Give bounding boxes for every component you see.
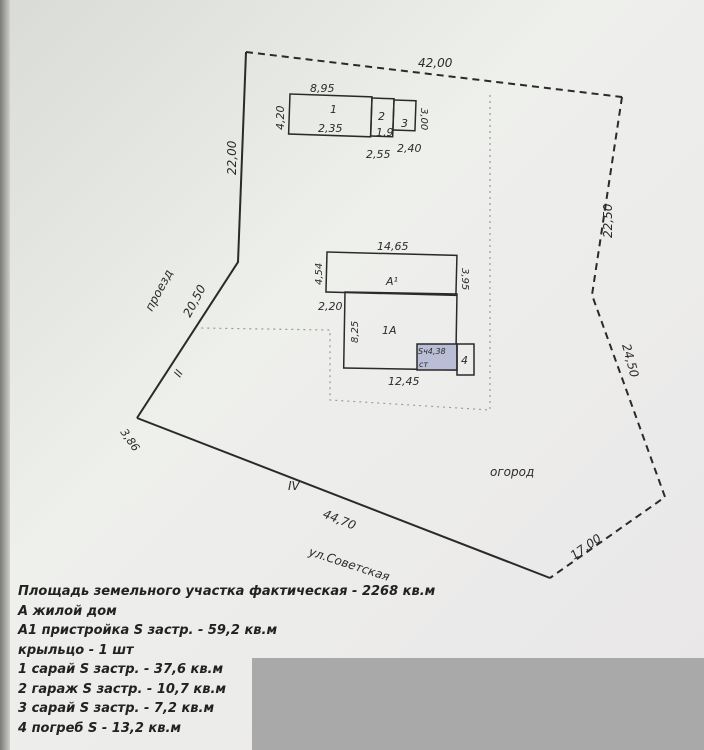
dim-right-upper: 22,50 bbox=[601, 203, 615, 238]
dim-left-upper: 22,00 bbox=[225, 140, 239, 175]
dim-corner: 3,86 bbox=[118, 426, 143, 454]
extension-a1 bbox=[325, 251, 458, 297]
garage-2-label: 2 bbox=[378, 110, 385, 123]
legend-line: Площадь земельного участка фактическая -… bbox=[18, 584, 436, 599]
label-driveway: проезд bbox=[142, 267, 175, 313]
porch-sub: ст bbox=[419, 360, 428, 369]
dim-right-lower: 24,50 bbox=[619, 342, 642, 379]
porch bbox=[416, 343, 458, 371]
label-garden: огород bbox=[490, 465, 534, 479]
inner-dotted-line bbox=[199, 95, 491, 411]
dim-2-55: 2,55 bbox=[366, 148, 391, 161]
plot-boundary-right bbox=[549, 96, 667, 579]
legend-line: крыльцо - 1 шт bbox=[18, 642, 134, 658]
house-1a bbox=[342, 291, 458, 371]
legend-line: 3 сарай S застр. - 7,2 кв.м bbox=[18, 701, 215, 716]
a1-height: 4,54 bbox=[314, 263, 325, 285]
dim-top: 42,00 bbox=[418, 56, 453, 70]
legend: Площадь земельного участка фактическая -… bbox=[18, 582, 435, 738]
outbuildings-height: 4,20 bbox=[274, 106, 287, 131]
a1-label: А¹ bbox=[385, 275, 398, 288]
label-roman-2: II bbox=[171, 367, 186, 379]
plot-boundary-left bbox=[136, 51, 247, 419]
offset-dim: 2,20 bbox=[318, 300, 343, 313]
dim-bottom-right: 17,00 bbox=[568, 531, 604, 562]
garage-2-dim: 1,9 bbox=[376, 126, 394, 139]
legend-line: 4 погреб S - 13,2 кв.м bbox=[18, 720, 182, 736]
shed-3 bbox=[392, 99, 417, 132]
shed-3-label: 3 bbox=[401, 117, 408, 130]
main-height: 8,25 bbox=[350, 321, 361, 343]
main-label: 1А bbox=[382, 324, 397, 337]
outbuildings-width: 8,95 bbox=[310, 82, 335, 95]
a1-width: 14,65 bbox=[377, 240, 409, 253]
dim-bottom: 44,70 bbox=[321, 507, 358, 533]
legend-line: 1 сарай S застр. - 37,6 кв.м bbox=[18, 662, 224, 677]
shed-3-height: 3,00 bbox=[418, 108, 429, 130]
porch-label: Ѕч4,38 bbox=[418, 347, 446, 356]
shed-1-dim: 2,35 bbox=[318, 122, 343, 135]
label-roman-4: IV bbox=[288, 479, 301, 493]
legend-line: 2 гараж S застр. - 10,7 кв.м bbox=[18, 681, 227, 697]
shed-1-label: 1 bbox=[330, 103, 337, 116]
legend-line: А1 пристройка S застр. - 59,2 кв.м bbox=[18, 623, 278, 638]
cellar-label: 4 bbox=[461, 354, 468, 367]
a1-right: 3,95 bbox=[459, 268, 470, 290]
label-street: ул.Советская bbox=[306, 544, 391, 584]
plot-boundary-bottom bbox=[136, 417, 551, 579]
plot-boundary-top bbox=[245, 51, 623, 98]
cellar-4 bbox=[456, 343, 475, 376]
main-width: 12,45 bbox=[388, 375, 420, 388]
dim-2-40: 2,40 bbox=[397, 142, 422, 155]
legend-line: А жилой дом bbox=[18, 603, 117, 619]
paper-edge bbox=[0, 0, 10, 750]
redacted-area bbox=[252, 658, 704, 750]
